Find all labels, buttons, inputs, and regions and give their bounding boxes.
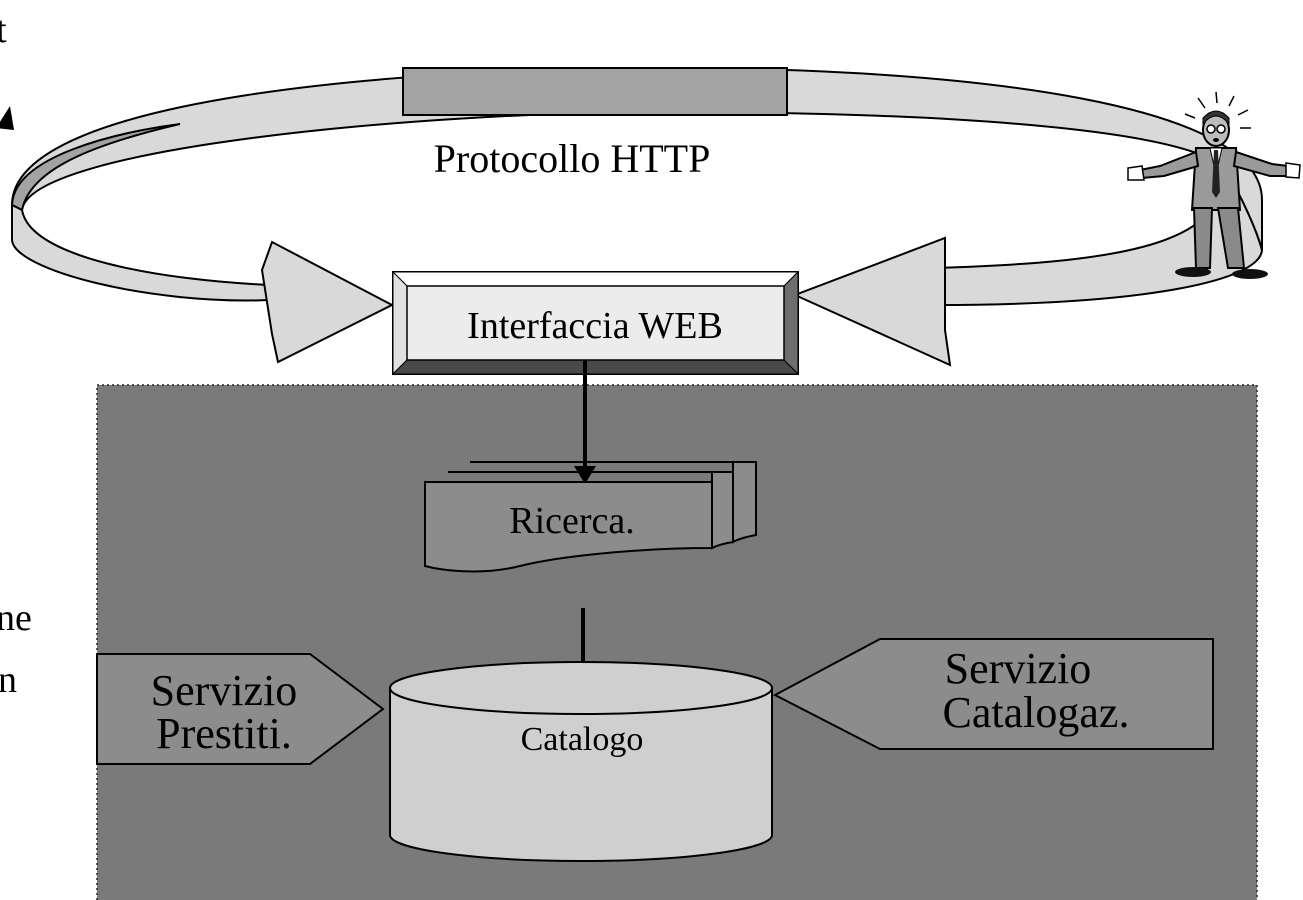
edge-text-mid-left-1: ne — [0, 597, 32, 639]
cataloging-service-line1: Servizio — [945, 644, 1092, 693]
edge-text-mid-left-2: n — [0, 659, 17, 701]
loans-service: Servizio Prestiti. — [96, 653, 385, 765]
catalog-label: Catalogo — [521, 721, 644, 758]
loans-service-line2: Prestiti. — [156, 709, 292, 758]
ring-band-left-arm — [11, 203, 271, 302]
search-documents: Ricerca. — [424, 461, 757, 573]
ring-band-left-inner — [10, 123, 181, 212]
edge-arrowhead — [0, 106, 14, 130]
arrow-interface-to-search — [574, 360, 596, 484]
cataloging-service: Servizio Catalogaz. — [772, 638, 1214, 750]
loans-service-line1: Servizio — [151, 666, 298, 715]
web-interface-box: Interfaccia WEB — [391, 270, 800, 376]
cataloging-service-line2: Catalogaz. — [943, 688, 1130, 737]
catalog-database: Catalogo — [389, 661, 773, 862]
protocol-label: Protocollo HTTP — [434, 136, 711, 181]
search-label: Ricerca. — [509, 500, 635, 542]
web-interface-label: Interfaccia WEB — [467, 305, 723, 347]
http-ring-band — [10, 66, 1264, 307]
arrow-left-into-interface — [260, 240, 395, 364]
ring-band-mid-segment — [402, 67, 788, 116]
arrow-right-into-interface — [792, 236, 952, 367]
edge-text-top-left: t — [0, 9, 7, 51]
businessman-clipart-icon — [1127, 91, 1301, 279]
